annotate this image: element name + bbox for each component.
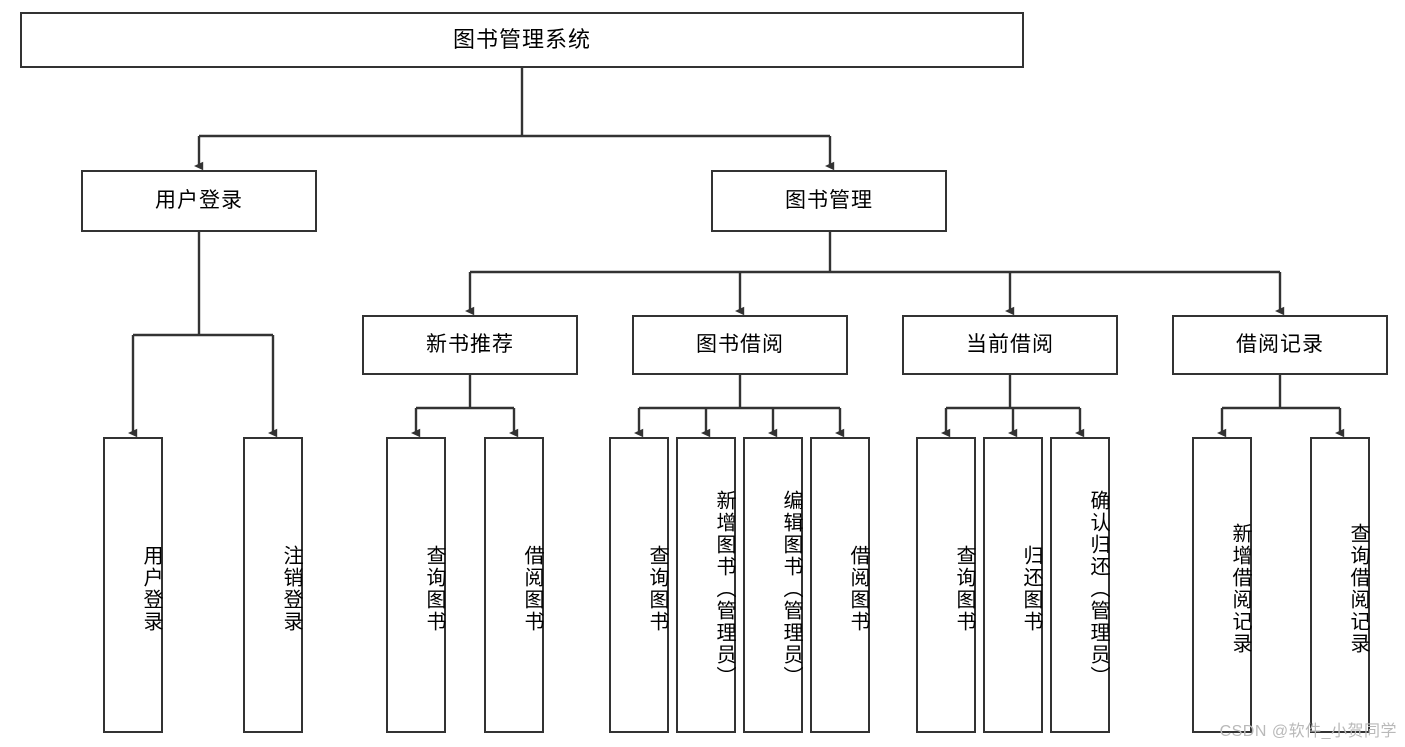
leaf-bb-query-book[interactable]: 查询图书 bbox=[609, 437, 669, 733]
node-new-book-recommend-label: 新书推荐 bbox=[426, 332, 514, 356]
leaf-bb-edit-book[interactable]: 编辑图书（管理员） bbox=[743, 437, 803, 733]
leaf-cb-return-book-label: 归还图书 bbox=[1020, 545, 1042, 633]
leaf-bb-edit-book-label: 编辑图书（管理员） bbox=[780, 490, 802, 688]
node-book-borrow[interactable]: 图书借阅 bbox=[632, 315, 848, 375]
node-book-manage-label: 图书管理 bbox=[785, 188, 873, 212]
leaf-user-login[interactable]: 用户登录 bbox=[103, 437, 163, 733]
node-current-borrow-label: 当前借阅 bbox=[966, 332, 1054, 356]
leaf-cb-return-book[interactable]: 归还图书 bbox=[983, 437, 1043, 733]
node-user-login-label: 用户登录 bbox=[155, 188, 243, 212]
node-root[interactable]: 图书管理系统 bbox=[20, 12, 1024, 68]
leaf-nb-borrow-book[interactable]: 借阅图书 bbox=[484, 437, 544, 733]
leaf-bb-query-book-label: 查询图书 bbox=[646, 545, 668, 633]
node-user-login[interactable]: 用户登录 bbox=[81, 170, 317, 232]
node-root-label: 图书管理系统 bbox=[452, 27, 591, 53]
node-book-borrow-label: 图书借阅 bbox=[696, 332, 784, 356]
leaf-bb-borrow-book-label: 借阅图书 bbox=[847, 545, 869, 633]
node-borrow-record[interactable]: 借阅记录 bbox=[1172, 315, 1388, 375]
watermark: CSDN @软件_小贺同学 bbox=[1219, 723, 1397, 740]
leaf-cb-query-book[interactable]: 查询图书 bbox=[916, 437, 976, 733]
leaf-bb-add-book-label: 新增图书（管理员） bbox=[713, 490, 735, 688]
leaf-logout-label: 注销登录 bbox=[280, 545, 302, 633]
leaf-br-add-record[interactable]: 新增借阅记录 bbox=[1192, 437, 1252, 733]
leaf-br-query-record-label: 查询借阅记录 bbox=[1347, 523, 1369, 655]
node-current-borrow[interactable]: 当前借阅 bbox=[902, 315, 1118, 375]
leaf-nb-query-book-label: 查询图书 bbox=[423, 545, 445, 633]
leaf-nb-borrow-book-label: 借阅图书 bbox=[521, 545, 543, 633]
leaf-cb-confirm-return[interactable]: 确认归还（管理员） bbox=[1050, 437, 1110, 733]
leaf-user-login-label: 用户登录 bbox=[140, 545, 162, 633]
node-book-manage[interactable]: 图书管理 bbox=[711, 170, 947, 232]
leaf-bb-add-book[interactable]: 新增图书（管理员） bbox=[676, 437, 736, 733]
leaf-br-query-record[interactable]: 查询借阅记录 bbox=[1310, 437, 1370, 733]
node-new-book-recommend[interactable]: 新书推荐 bbox=[362, 315, 578, 375]
leaf-nb-query-book[interactable]: 查询图书 bbox=[386, 437, 446, 733]
leaf-br-add-record-label: 新增借阅记录 bbox=[1229, 523, 1251, 655]
leaf-cb-confirm-return-label: 确认归还（管理员） bbox=[1087, 490, 1109, 688]
leaf-logout[interactable]: 注销登录 bbox=[243, 437, 303, 733]
node-borrow-record-label: 借阅记录 bbox=[1236, 332, 1324, 356]
leaf-bb-borrow-book[interactable]: 借阅图书 bbox=[810, 437, 870, 733]
leaf-cb-query-book-label: 查询图书 bbox=[953, 545, 975, 633]
